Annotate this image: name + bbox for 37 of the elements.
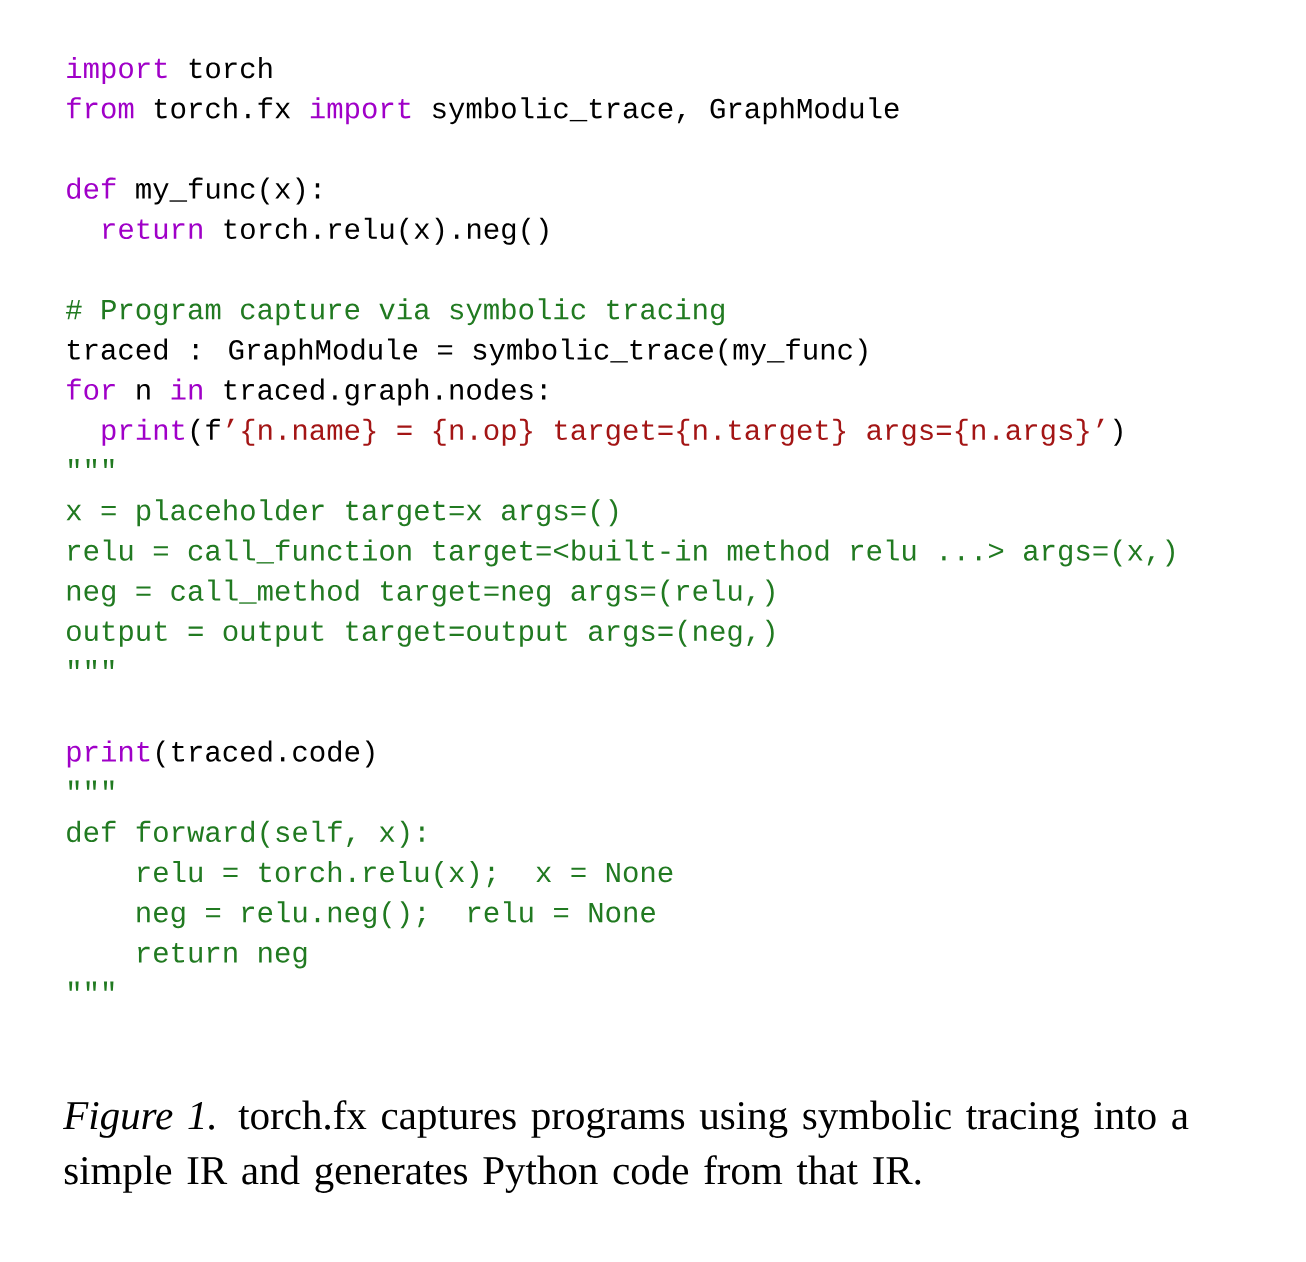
code-text: relu = call_function target=<built-in method relu ...> args=(x,)	[68, 539, 1174, 567]
code-text: (f	[191, 418, 220, 446]
code-text: symbolic_trace, GraphModule	[433, 97, 899, 125]
code-text: traced.graph.nodes:	[224, 378, 546, 406]
code-text: print	[102, 418, 184, 446]
code-text: torch.fx	[154, 97, 291, 119]
code-text: import	[67, 56, 167, 84]
code-text: print	[67, 740, 150, 768]
code-text: in	[171, 378, 202, 400]
code-text: x = None	[536, 862, 673, 883]
caption: Figure 1. torch.fx captures programs using symbolic tracing into a simple IR and generates Python code from that IR.	[63, 1100, 1189, 1193]
code-text: torch	[189, 56, 272, 79]
code-text: for	[67, 378, 115, 400]
code-text: return neg	[138, 943, 307, 969]
code-text: """	[69, 660, 114, 670]
code-text: import	[310, 97, 411, 125]
code-text: """	[69, 981, 114, 991]
code-text: neg = relu.neg();	[137, 901, 425, 929]
code-text: from	[67, 97, 134, 119]
code-text: relu = torch.relu(x);	[138, 861, 494, 888]
code-text: x = placeholder target=x args=()	[66, 499, 618, 527]
code-text: (traced.code)	[157, 740, 374, 768]
code-text: my_func(x):	[136, 177, 320, 205]
code-text: def	[67, 177, 116, 199]
code-text: def forward(self, x):	[67, 820, 424, 848]
code-text: """	[69, 780, 114, 790]
code-text: ’{n.name} = {n.op} target={n.target} args={n.args}’	[227, 418, 1104, 446]
code-text: traced : GraphModule = symbolic_trace(my_func)	[67, 338, 867, 366]
code-text: relu = None	[468, 901, 655, 923]
code-text: )	[1113, 418, 1122, 446]
code-text: neg = call_method target=neg args=(relu,)	[67, 579, 774, 607]
code-text: torch.relu(x).neg()	[224, 217, 548, 245]
code-text: return	[103, 219, 202, 240]
code-text: output = output target=output args=(neg,)	[67, 619, 774, 647]
code-text: """	[69, 459, 114, 469]
code-text: n	[137, 384, 150, 400]
code-text: # Program capture via symbolic tracing	[65, 298, 724, 326]
